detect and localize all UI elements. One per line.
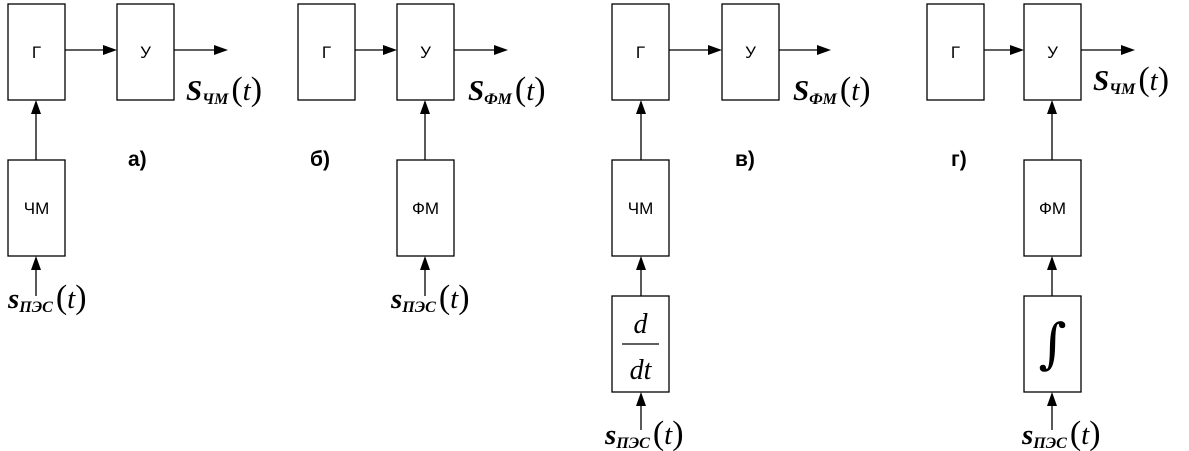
input-signal: sПЭС(t) [604,415,684,451]
panel-label: а) [128,148,147,171]
input-signal: sПЭС(t) [390,279,470,316]
output-signal: SЧМ(t) [186,71,262,108]
generator-label: Г [951,43,960,62]
integral-icon: ∫ [1038,312,1066,375]
output-signal: SФМ(t) [468,71,546,108]
panel-b: Г У SФМ(t) ФМ sПЭС(t) б) [297,3,546,316]
panel-d: Г У SЧМ(t) ФМ ∫ sПЭС(t) г) [926,3,1169,451]
generator-block [297,3,356,101]
panel-a: Г У SЧМ(t) ЧМ sПЭС(t) а) [7,3,262,316]
output-signal: SЧМ(t) [1093,61,1169,98]
panel-label: б) [310,148,330,171]
amplifier-block [396,3,455,101]
differentiator-denominator: dt [630,355,653,386]
svg-text:SЧМ(t): SЧМ(t) [1093,61,1169,98]
amplifier-label: У [1047,43,1058,62]
output-signal: SФМ(t) [793,71,871,108]
svg-text:sПЭС(t): sПЭС(t) [604,415,684,451]
svg-text:SЧМ(t): SЧМ(t) [186,71,262,108]
amplifier-block [721,3,780,101]
svg-text:sПЭС(t): sПЭС(t) [1021,415,1101,451]
amplifier-block [1023,3,1082,101]
svg-text:SФМ(t): SФМ(t) [468,71,546,108]
generator-block [7,3,66,101]
differentiator-numerator: d [634,309,649,340]
modulator-block [396,159,455,257]
amplifier-label: У [420,43,431,62]
input-signal: sПЭС(t) [7,279,87,316]
modulator-label: ЧМ [628,199,654,218]
input-signal: sПЭС(t) [1021,415,1101,451]
svg-text:sПЭС(t): sПЭС(t) [7,279,87,316]
modulator-label: ФМ [1039,199,1066,218]
integrator-block [1023,295,1082,393]
modulator-label: ФМ [412,199,439,218]
svg-text:SФМ(t): SФМ(t) [793,71,871,108]
panel-label: в) [735,148,755,171]
amplifier-label: У [745,43,756,62]
modulator-block [611,159,670,257]
modulator-block [7,159,66,257]
modulator-label: ЧМ [24,199,50,218]
generator-label: Г [322,43,331,62]
generator-block [926,3,985,101]
modulator-block [1023,159,1082,257]
generator-label: Г [636,43,645,62]
amplifier-label: У [140,43,151,62]
generator-label: Г [32,43,41,62]
panel-c: Г У SФМ(t) ЧМ d dt sПЭС(t) в) [604,3,871,451]
amplifier-block [116,3,175,101]
svg-text:sПЭС(t): sПЭС(t) [390,279,470,316]
generator-block [611,3,670,101]
panel-label: г) [951,148,967,171]
